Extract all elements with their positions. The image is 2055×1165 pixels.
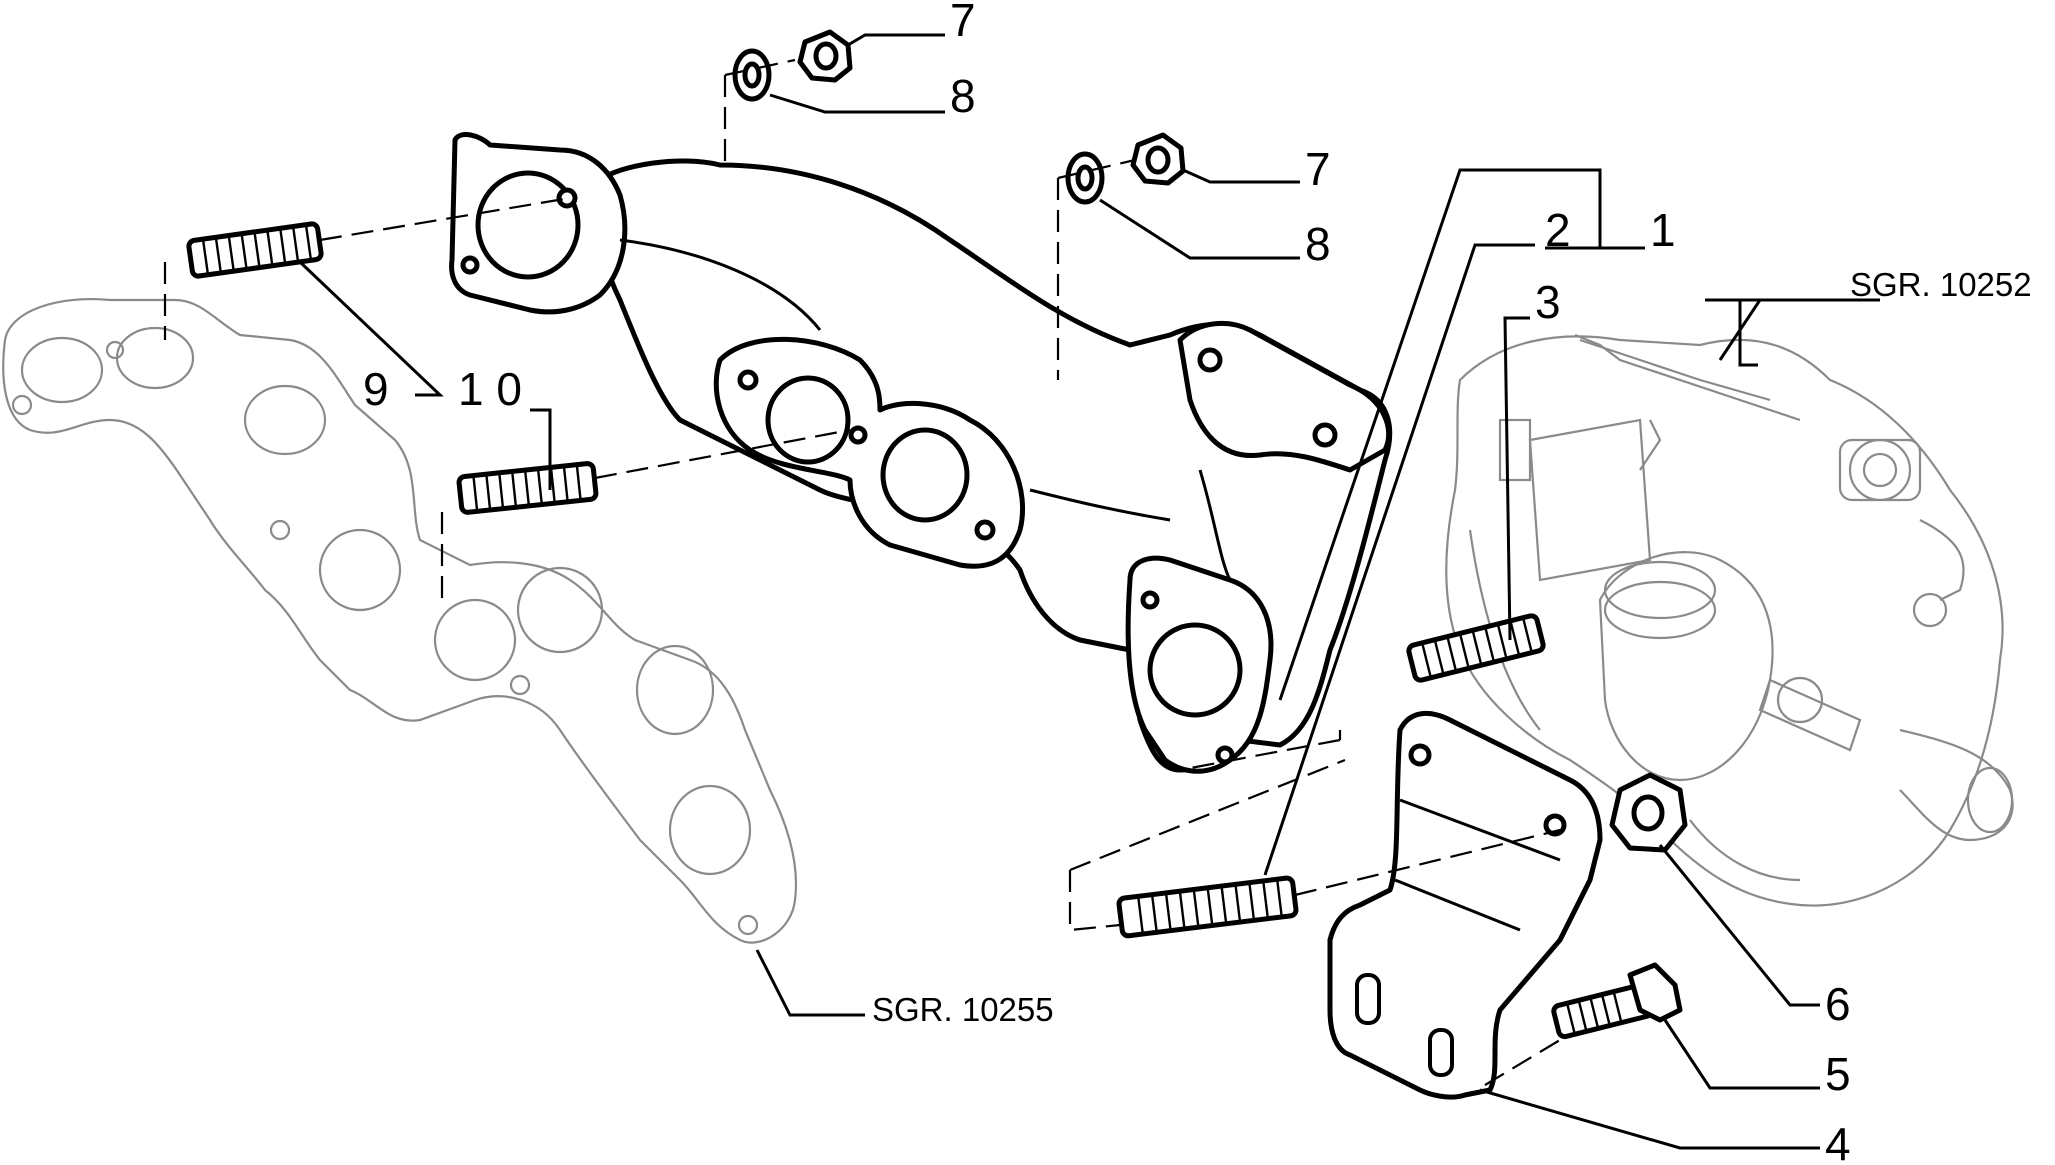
nut-6 — [1609, 772, 1688, 853]
nut-7-lower — [1130, 132, 1186, 186]
washer-8-lower — [1065, 151, 1105, 205]
bolt-5 — [1551, 962, 1683, 1040]
assembly-lines — [163, 58, 1561, 1086]
nut-7-upper — [797, 29, 853, 83]
callout-5: 5 — [1825, 1048, 1851, 1100]
washer-8-upper — [732, 48, 772, 102]
callout-6: 6 — [1825, 978, 1851, 1030]
reference-gasket: SGR. 10255 — [872, 991, 1054, 1028]
exhaust-manifold — [449, 132, 1393, 774]
callout-7-lower: 7 — [1305, 143, 1331, 195]
callout-7-upper: 7 — [950, 0, 976, 46]
callout-3: 3 — [1535, 276, 1561, 328]
callout-9: 9 — [363, 363, 389, 415]
callout-8-lower: 8 — [1305, 218, 1331, 270]
callout-1: 1 — [1650, 204, 1676, 256]
callout-4: 4 — [1825, 1118, 1851, 1165]
stud-10 — [456, 461, 599, 515]
callout-10: 1 0 — [458, 363, 522, 415]
callout-8-upper: 8 — [950, 70, 976, 122]
callouts: 7 8 7 8 1 2 3 6 5 4 9 1 0 SGR. 10252 SGR… — [363, 0, 2032, 1165]
callout-2: 2 — [1545, 204, 1571, 256]
reference-turbocharger: SGR. 10252 — [1850, 266, 2032, 303]
stud-9 — [186, 221, 324, 279]
support-bracket — [1327, 710, 1603, 1100]
stud-3 — [1406, 613, 1546, 683]
stud-2 — [1116, 875, 1299, 939]
leader-lines — [298, 33, 1880, 1150]
manifold-gasket — [2, 298, 797, 944]
